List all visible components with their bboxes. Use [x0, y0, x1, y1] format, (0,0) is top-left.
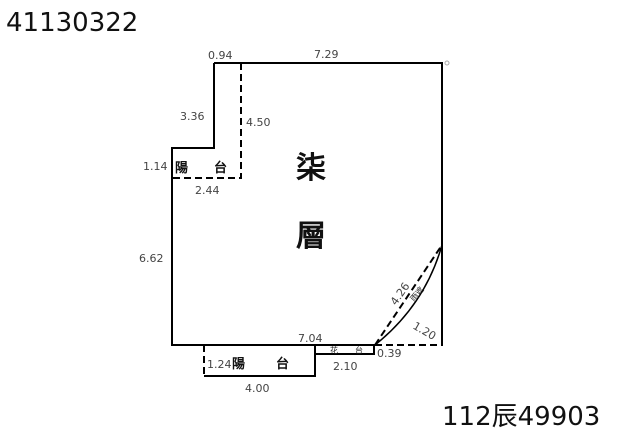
dim-top: 7.29 — [314, 48, 339, 61]
dim-balcony-top-width: 2.44 — [195, 184, 220, 197]
planter-label-1: 花 — [330, 345, 338, 355]
dim-top-notch: 0.94 — [208, 49, 233, 62]
dim-notch-left: 3.36 — [180, 110, 205, 123]
planter-wall — [315, 345, 375, 355]
dim-bottom: 7.04 — [298, 332, 323, 345]
canopy-curve — [374, 244, 443, 346]
dim-planter: 2.10 — [333, 360, 358, 373]
balcony-bottom-wall — [204, 345, 316, 377]
drawing-id-top: 41130322 — [6, 8, 139, 38]
balcony-top-label-2: 台 — [214, 160, 227, 176]
planter-label-2: 台 — [355, 345, 363, 355]
balcony-bottom-label-1: 陽 — [232, 356, 245, 372]
balcony-top-label-1: 陽 — [175, 160, 188, 176]
outer-wall — [171, 62, 443, 346]
dim-balcony-bottom-height: 1.24 — [207, 358, 232, 371]
dim-left: 6.62 — [139, 252, 164, 265]
dim-balcony-bottom-width: 4.00 — [245, 382, 270, 395]
drawing-id-bottom: 112辰49903 — [442, 402, 601, 432]
dim-canopy-depth: 1.20 — [411, 319, 439, 343]
dim-notch-dashed: 4.50 — [246, 116, 271, 129]
room-label-2: 層 — [296, 219, 326, 254]
balcony-top-dashed — [172, 63, 242, 179]
canopy-dashed — [374, 244, 443, 346]
dim-balcony-top-height: 1.14 — [143, 160, 168, 173]
room-label-1: 柒 — [296, 151, 326, 186]
dim-corner: 0.39 — [377, 347, 402, 360]
balcony-bottom-label-2: 台 — [276, 356, 289, 372]
